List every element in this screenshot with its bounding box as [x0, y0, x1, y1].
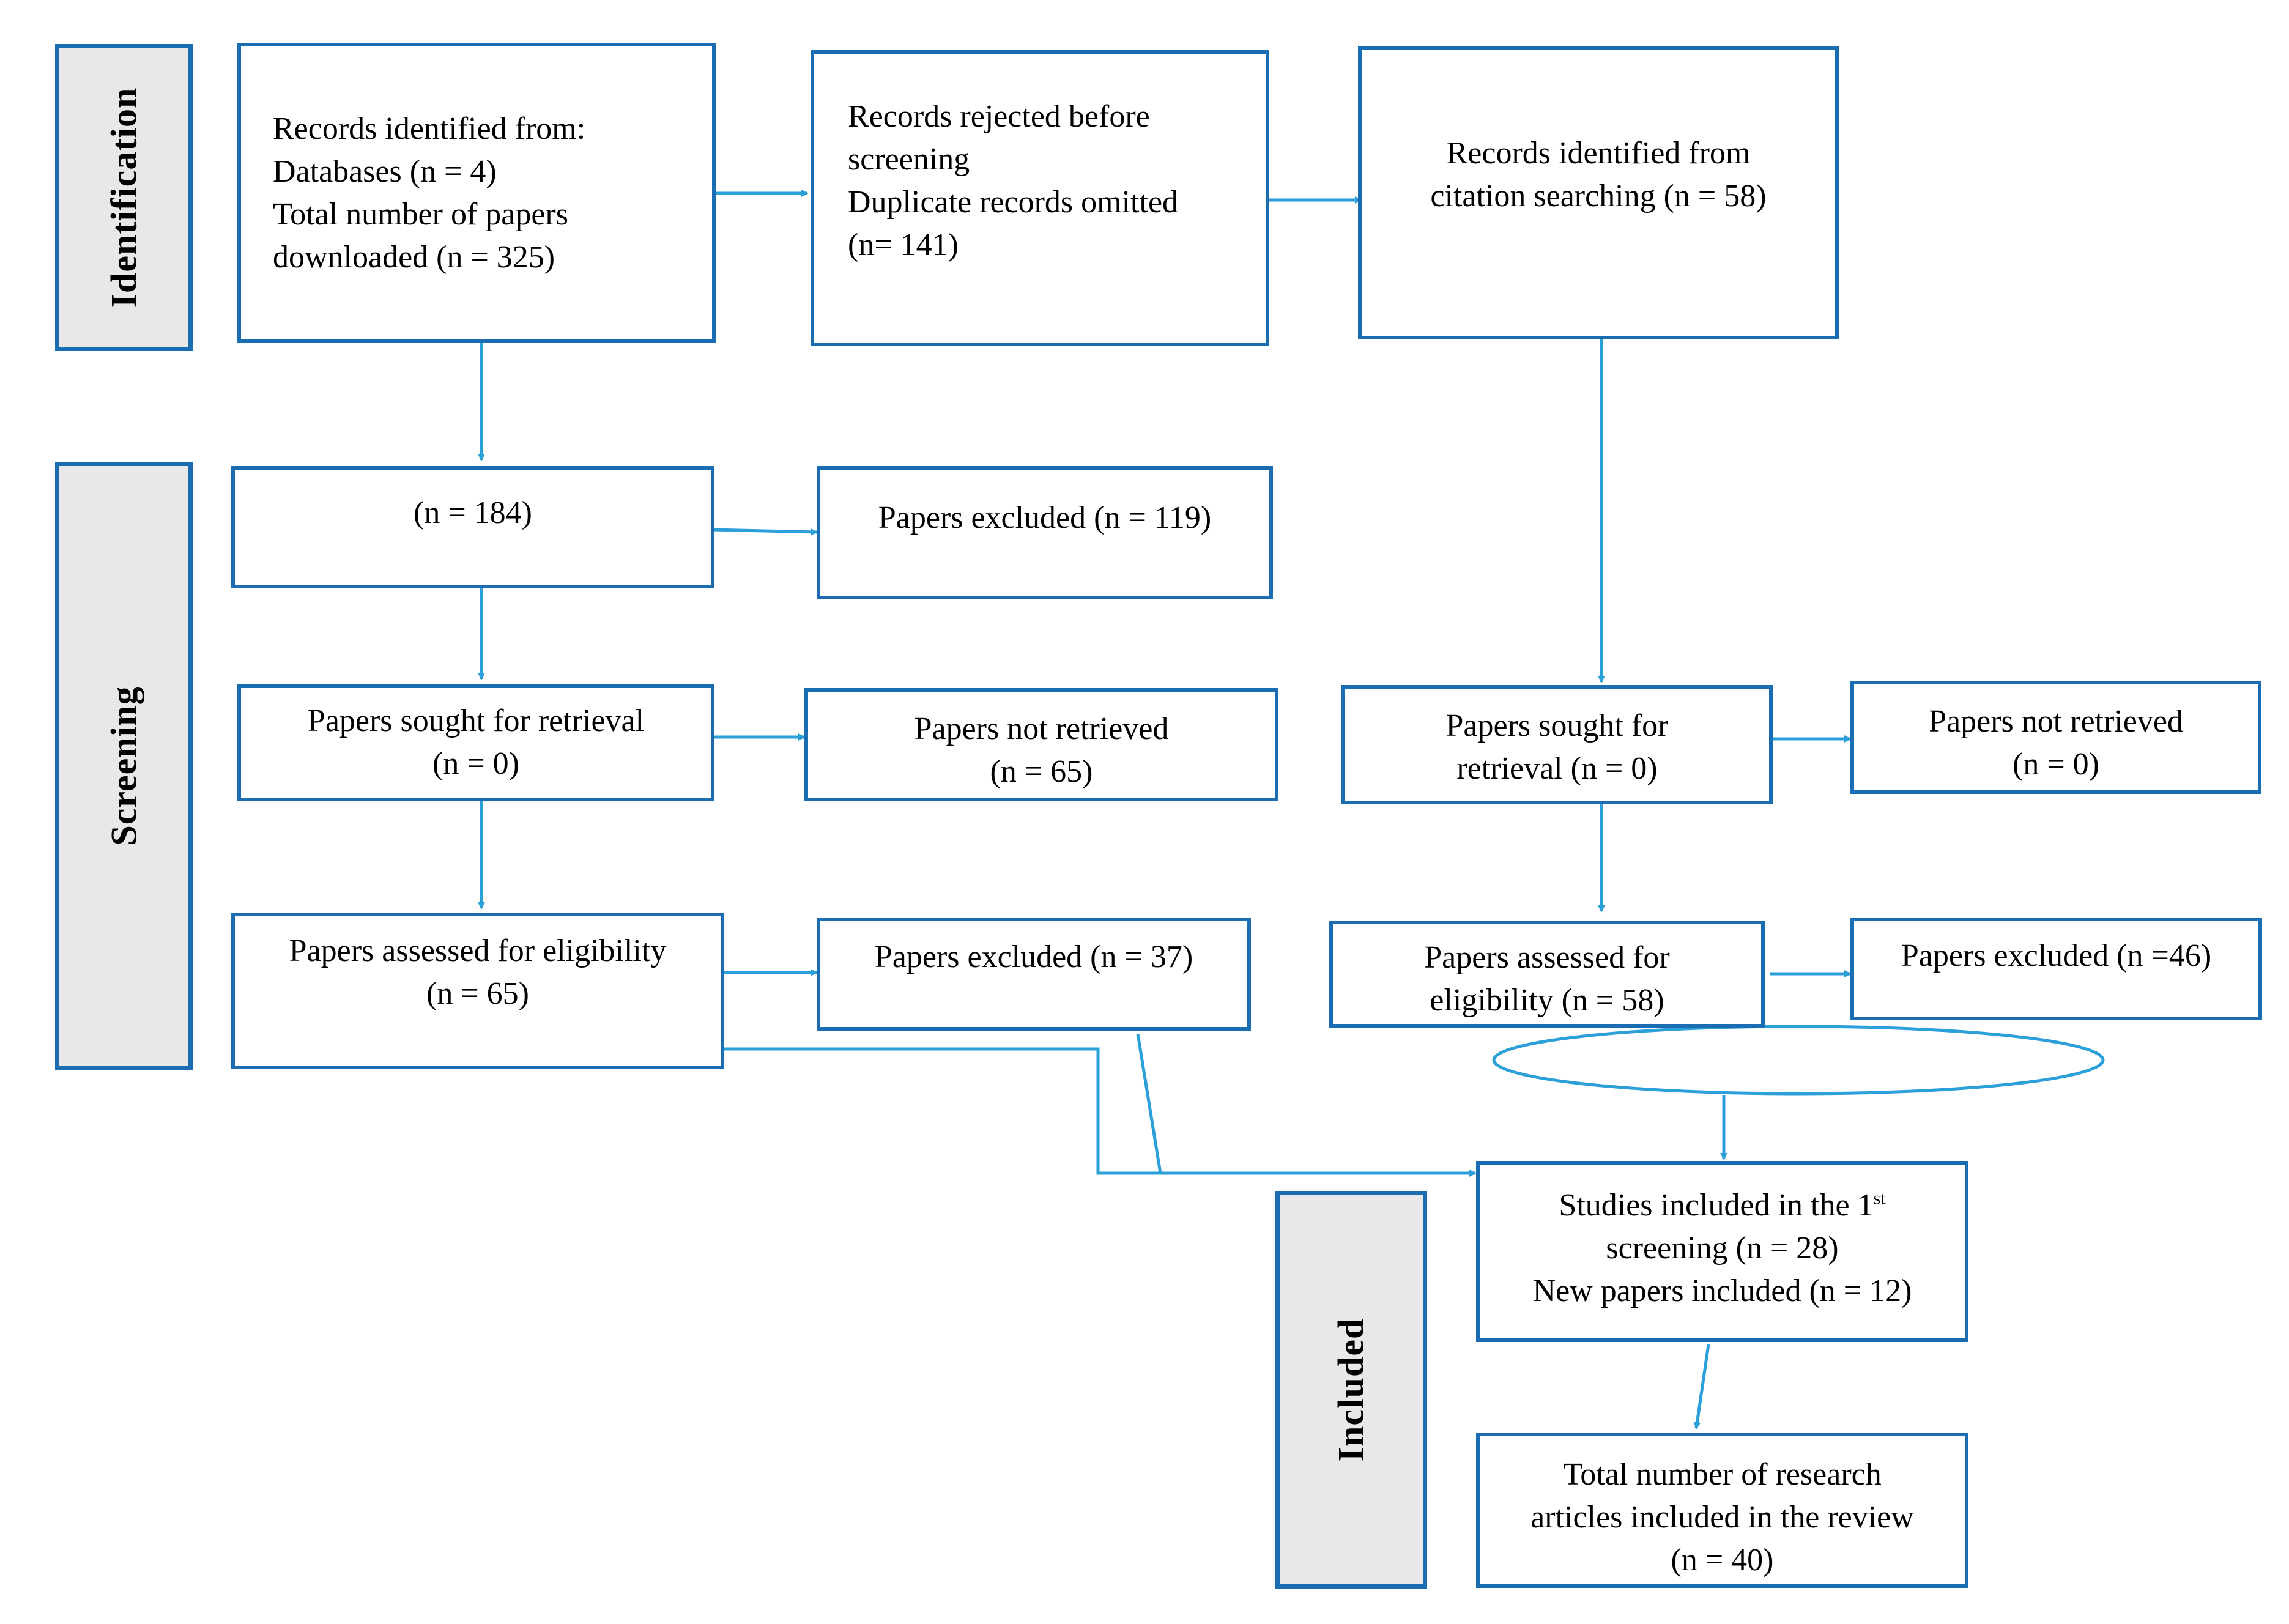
arrow-studies-to-total — [1693, 1344, 1710, 1429]
not-retrieved-right-box: Papers not retrieved (n = 0) — [1850, 681, 2261, 794]
merge-ellipse — [1492, 1025, 2105, 1096]
phase-included: Included — [1275, 1191, 1427, 1589]
total-included-line2: articles included in the review — [1530, 1500, 1914, 1535]
arrow-screened-to-excluded — [712, 528, 818, 536]
records-rejected-line4: (n= 141) — [848, 228, 959, 262]
studies-included-line1: Studies included in the 1st — [1559, 1184, 1885, 1227]
records-rejected-line2: screening — [848, 142, 970, 177]
path-assessed-left-to-studies — [722, 1047, 1477, 1177]
not-retrieved-left-box: Papers not retrieved (n = 65) — [804, 688, 1278, 801]
sought-right-box: Papers sought for retrieval (n = 0) — [1341, 685, 1773, 804]
sought-right-line1: Papers sought for — [1445, 708, 1669, 743]
excluded-left-box: Papers excluded (n = 37) — [817, 918, 1251, 1031]
not-retrieved-right-line1: Papers not retrieved — [1929, 704, 2183, 739]
assessed-right-box: Papers assessed for eligibility (n = 58) — [1329, 921, 1765, 1028]
excluded-right-line1: Papers excluded (n =46) — [1901, 938, 2212, 973]
sought-left-line1: Papers sought for retrieval — [307, 703, 645, 738]
phase-screening: Screening — [55, 462, 193, 1070]
not-retrieved-left-line2: (n = 65) — [990, 754, 1093, 789]
sought-left-line2: (n = 0) — [432, 746, 519, 781]
studies-included-line1-text: Studies included in the 1 — [1559, 1188, 1874, 1223]
sought-left-box: Papers sought for retrieval (n = 0) — [237, 684, 714, 801]
total-included-box: Total number of research articles includ… — [1476, 1433, 1968, 1588]
phase-identification-label: Identification — [103, 87, 144, 308]
assessed-left-line2: (n = 65) — [426, 976, 529, 1011]
records-rejected-line1: Records rejected before — [848, 99, 1150, 134]
assessed-left-box: Papers assessed for eligibility (n = 65) — [231, 913, 724, 1069]
phase-screening-label: Screening — [103, 686, 144, 846]
citation-searching-line2: citation searching (n = 58) — [1430, 179, 1767, 213]
screened-box: (n = 184) — [231, 466, 714, 588]
not-retrieved-right-line2: (n = 0) — [2013, 747, 2099, 782]
records-rejected-box: Records rejected before screening Duplic… — [811, 50, 1269, 346]
records-identified-line3: Total number of papers — [273, 197, 568, 232]
records-identified-line1: Records identified from: — [273, 111, 586, 146]
citation-searching-line1: Records identified from — [1446, 136, 1751, 171]
path-excluded-left-to-studies — [1136, 1033, 1162, 1174]
records-identified-line2: Databases (n = 4) — [273, 154, 497, 189]
total-included-line1: Total number of research — [1563, 1457, 1882, 1492]
phase-included-label: Included — [1330, 1318, 1371, 1462]
excluded-right-box: Papers excluded (n =46) — [1850, 918, 2262, 1020]
studies-included-line1-sup: st — [1873, 1188, 1886, 1209]
studies-included-line2: screening (n = 28) — [1606, 1231, 1839, 1266]
excluded-1-line1: Papers excluded (n = 119) — [878, 500, 1212, 535]
assessed-right-line1: Papers assessed for — [1424, 940, 1670, 975]
studies-included-line3: New papers included (n = 12) — [1532, 1274, 1912, 1308]
sought-right-line2: retrieval (n = 0) — [1456, 751, 1658, 786]
phase-identification: Identification — [55, 44, 193, 351]
assessed-left-line1: Papers assessed for eligibility — [289, 933, 667, 968]
records-identified-box: Records identified from: Databases (n = … — [237, 43, 716, 343]
studies-included-box: Studies included in the 1st screening (n… — [1476, 1161, 1968, 1342]
not-retrieved-left-line1: Papers not retrieved — [914, 711, 1169, 746]
total-included-line3: (n = 40) — [1671, 1543, 1774, 1578]
screened-line1: (n = 184) — [414, 495, 532, 530]
excluded-left-line1: Papers excluded (n = 37) — [874, 940, 1193, 974]
excluded-1-box: Papers excluded (n = 119) — [817, 466, 1273, 599]
records-identified-line4: downloaded (n = 325) — [273, 240, 555, 275]
citation-searching-box: Records identified from citation searchi… — [1358, 46, 1839, 339]
assessed-right-line2: eligibility (n = 58) — [1430, 983, 1664, 1018]
records-rejected-line3: Duplicate records omitted — [848, 185, 1179, 220]
